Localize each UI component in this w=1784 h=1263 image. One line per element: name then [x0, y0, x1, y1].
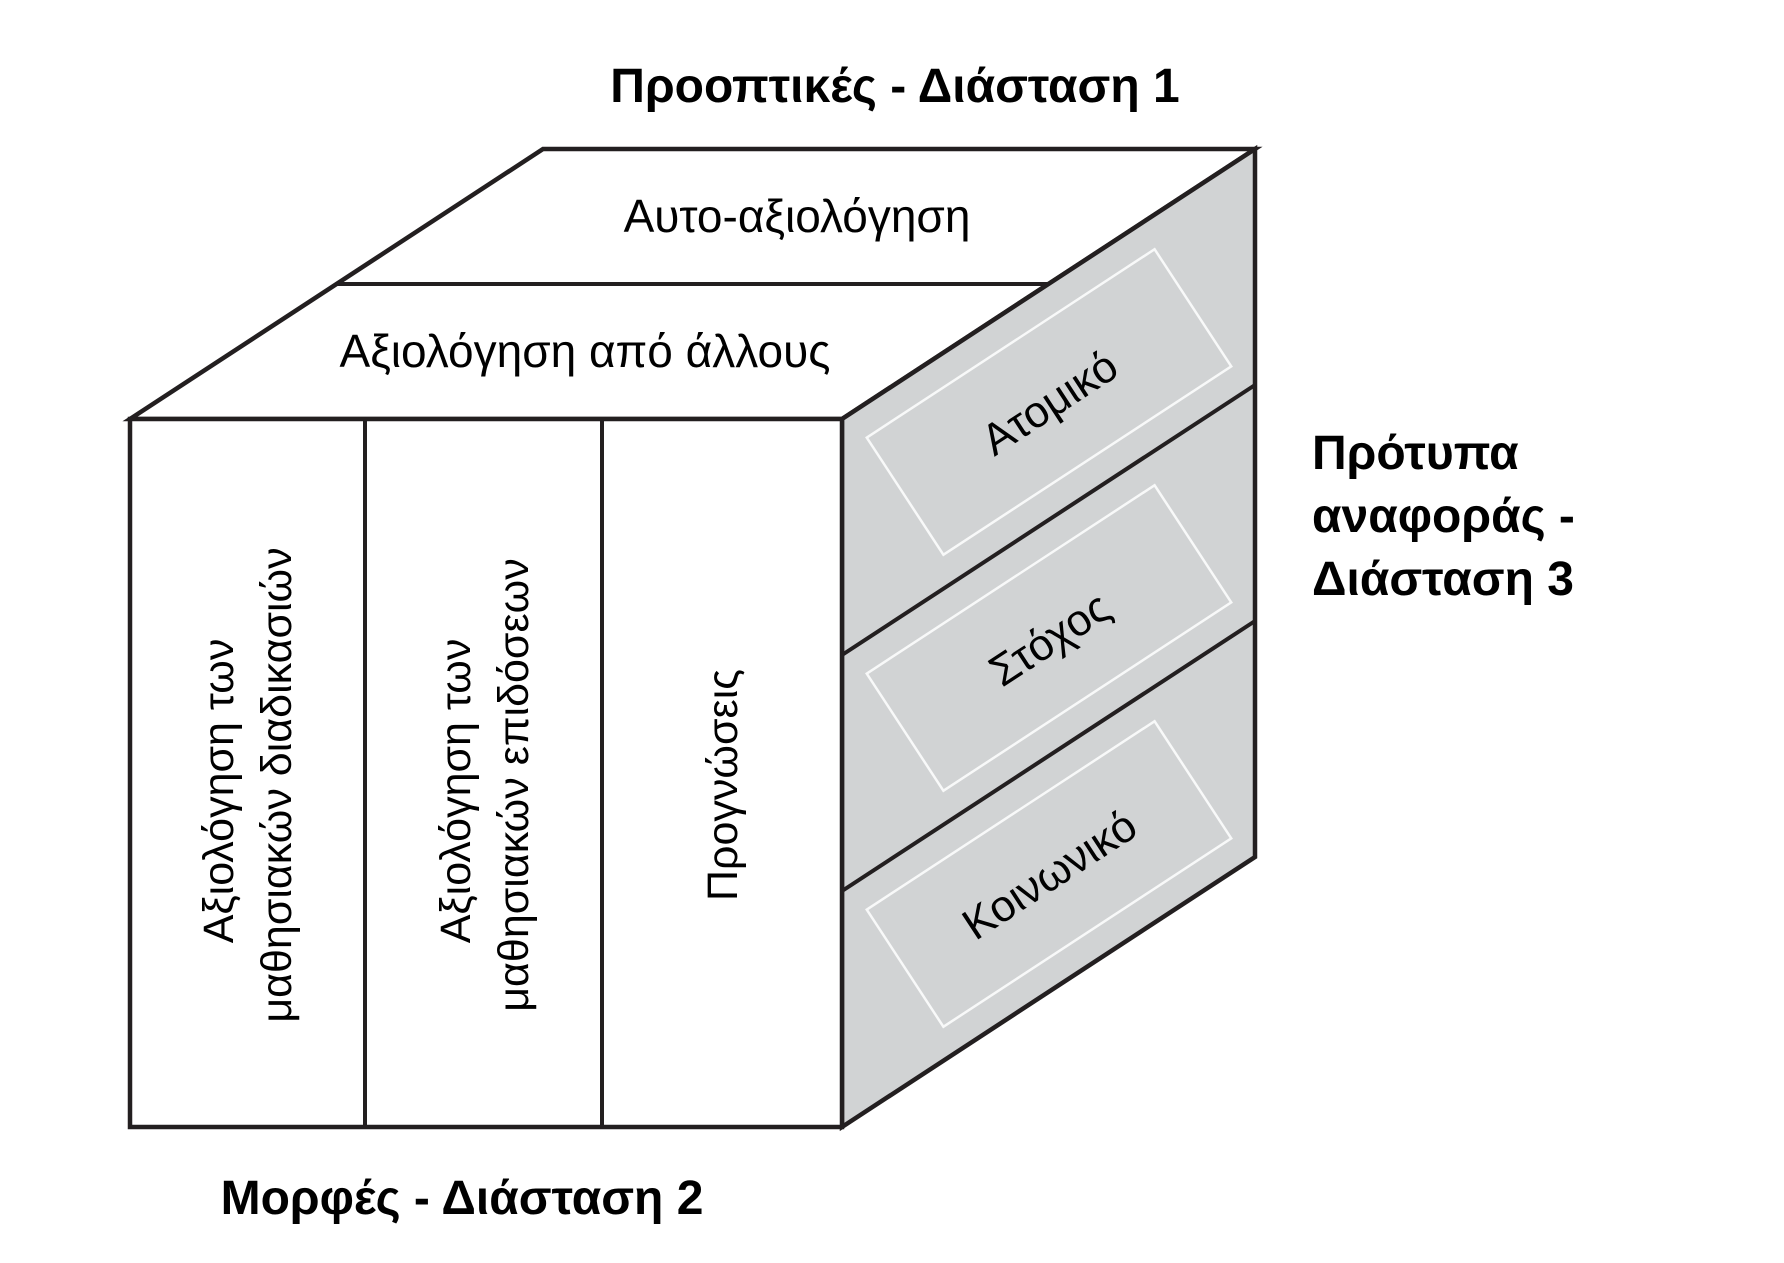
- right-face: Ατομικό Στόχος Κοινωνικό: [839, 144, 1258, 1132]
- strip-individual-ghost-box: [865, 247, 1233, 557]
- front-face: Αξιολόγηση των μαθησιακών διαδικασιών Αξ…: [127, 416, 845, 1130]
- top-band-self-assessment-label: Αυτο-αξιολόγηση: [624, 190, 971, 242]
- front-face-shape: [127, 416, 845, 1130]
- dimension3-title: Πρότυπα αναφοράς - Διάσταση 3: [1312, 427, 1588, 606]
- strip-social-ghost-box: [865, 719, 1233, 1029]
- dimension2-title: Μορφές - Διάσταση 2: [221, 1172, 704, 1225]
- top-band-assessment-by-others-label: Αξιολόγηση από άλλους: [340, 325, 831, 377]
- strip-goal-ghost-box: [865, 483, 1233, 793]
- top-face: Αυτο-αξιολόγηση Αξιολόγηση από άλλους: [122, 146, 1263, 422]
- dimension1-title: Προοπτικές - Διάσταση 1: [610, 60, 1179, 113]
- column-learning-performance-label: Αξιολόγηση των μαθησιακών επιδόσεων: [432, 558, 538, 1011]
- right-face-divider-1: [840, 383, 1257, 657]
- right-face-divider-2: [840, 619, 1257, 893]
- column-learning-processes-label: Αξιολόγηση των μαθησιακών διαδικασιών: [195, 547, 301, 1022]
- column-prognoses-label: Προγνώσεις: [699, 669, 747, 901]
